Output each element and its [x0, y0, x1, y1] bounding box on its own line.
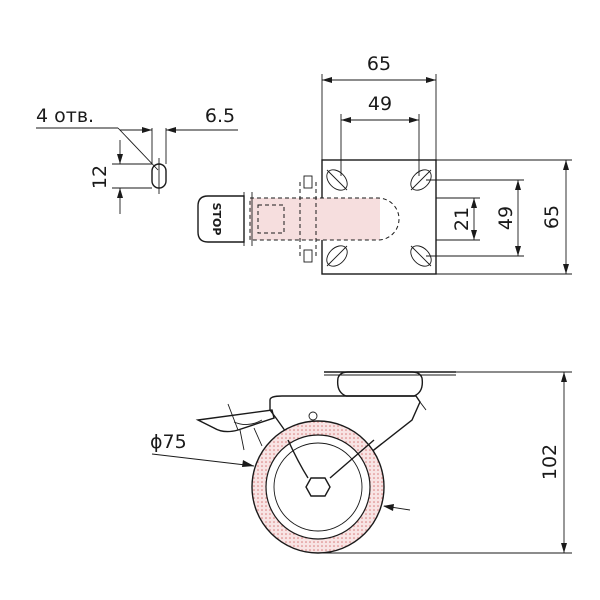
- slot-hole-bottom-right: [410, 245, 432, 267]
- brake-lever: [195, 409, 275, 433]
- slot-hole-top-right: [410, 169, 432, 191]
- hole-spacing-y-label: 49: [495, 206, 517, 230]
- side-view: [195, 371, 456, 554]
- dimension-total-height: 102: [318, 371, 572, 554]
- total-height-label: 102: [539, 444, 561, 480]
- slot-hole-top-left: [326, 169, 348, 191]
- dimension-hole-spacing-x: 49: [340, 93, 420, 176]
- slot-detail: 6.5 4 отв. 12: [36, 105, 238, 214]
- plate-height-label: 65: [541, 205, 563, 229]
- brake-label: STOP: [210, 203, 223, 236]
- brake-pedal: [197, 195, 245, 243]
- slot-height-label: 12: [89, 165, 111, 189]
- wheel-hub: [265, 434, 371, 540]
- swivel-housing: [336, 371, 424, 397]
- wheel-diameter-label: ϕ75: [150, 431, 187, 453]
- fork-rivet: [308, 411, 318, 421]
- dimension-plate-width: 65: [321, 53, 437, 160]
- dimension-plate-height: 65: [436, 159, 572, 275]
- dimension-hole-spacing-y: 49: [426, 179, 524, 257]
- slot-width-label: 6.5: [205, 105, 235, 127]
- dimension-stem-width: 21: [436, 197, 480, 241]
- hidden-brake-block: [257, 204, 285, 234]
- slot-hole-bottom-left: [326, 245, 348, 267]
- plate-width-label: 65: [367, 53, 391, 75]
- dimension-wheel-diameter: ϕ75: [150, 431, 411, 511]
- hole-spacing-x-label: 49: [368, 93, 392, 115]
- stem-width-label: 21: [451, 207, 473, 231]
- hidden-wheel-outline: [249, 197, 400, 241]
- top-view: STOP: [197, 159, 437, 275]
- holes-count-label: 4 отв.: [36, 105, 94, 127]
- axle-nut: [305, 477, 331, 497]
